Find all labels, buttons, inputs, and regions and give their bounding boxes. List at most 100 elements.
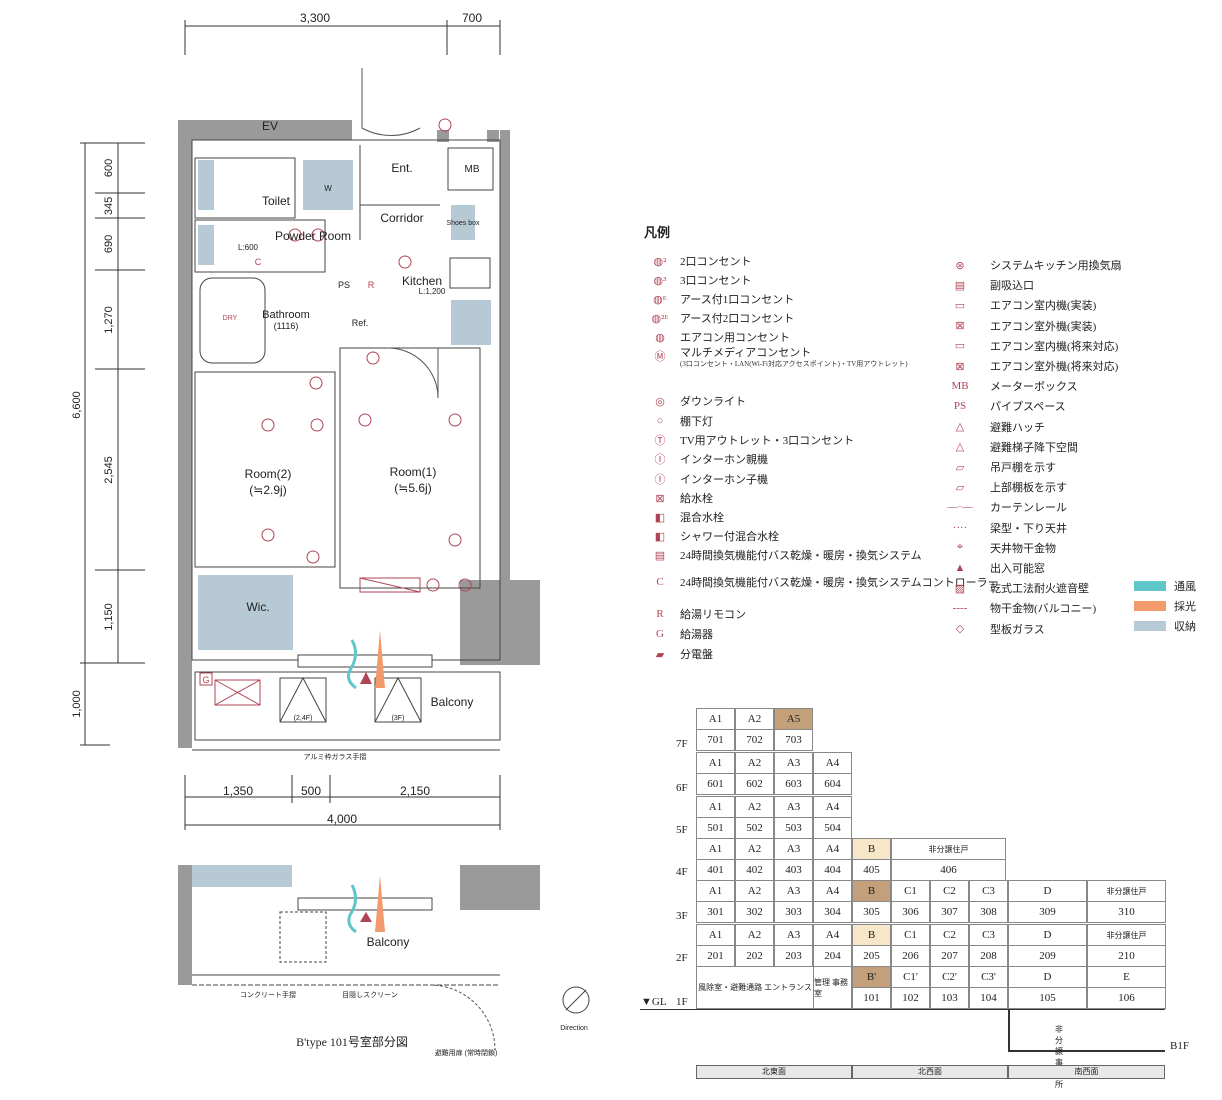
legend-item: ▱上部棚板を示す — [930, 478, 1067, 496]
label-bathroom: Bathroom — [262, 309, 310, 321]
legend-label-text: 混合水栓 — [680, 512, 724, 524]
legend-symbol-icon: ⊠ — [955, 320, 965, 333]
legend-label: システムキッチン用換気扇 — [990, 260, 1122, 272]
unit-cell: B — [852, 924, 891, 946]
dim-left-3: 690 — [103, 235, 115, 253]
label-room2: Room(2) — [245, 467, 292, 481]
label-r: R — [368, 280, 375, 290]
unit-cell: C1 — [891, 880, 930, 902]
partial-balcony: Balcony — [367, 935, 410, 949]
dim-bottom-2: 500 — [301, 784, 321, 798]
legend-symbol-icon: —·— — [947, 501, 973, 514]
floor-label: 4F — [676, 866, 688, 878]
unit-cell: C2' — [930, 966, 969, 988]
legend-symbol-icon: ▰ — [655, 648, 665, 661]
legend-symbol-icon: Ⓜ — [654, 351, 666, 363]
legend-swatch — [1134, 601, 1166, 611]
unit-cell: 502 — [735, 817, 774, 839]
unit-cell: A2 — [735, 838, 774, 860]
unit-cell: 非分譲住戸 — [891, 838, 1006, 860]
legend-label: 採光 — [1174, 601, 1196, 613]
legend-symbol-icon: ▱ — [955, 481, 965, 494]
label-ev: EV — [262, 119, 278, 133]
legend-item: Ⓘ インターホン親機 — [640, 450, 769, 468]
unit-cell: 309 — [1008, 901, 1087, 923]
dim-top-1: 3,300 — [300, 11, 330, 25]
legend-symbol-icon: ⊛ — [955, 259, 965, 272]
legend-label-text: 3口コンセント — [680, 275, 752, 287]
legend-title: 凡例 — [644, 225, 671, 240]
legend-item: ⊠ 給水栓 — [640, 489, 713, 507]
legend-label-text: ダウンライト — [680, 396, 746, 408]
unit-cell: D — [1008, 924, 1087, 946]
legend-item: ◇型板ガラス — [930, 620, 1045, 638]
legend-label: インターホン親機 — [680, 451, 768, 467]
legend-label-text: 24時間換気機能付バス乾燥・暖房・換気システムコントローラー — [680, 577, 999, 589]
legend-label: 収納 — [1174, 621, 1196, 633]
legend-label: 棚下灯 — [680, 413, 713, 429]
legend-label: インターホン子機 — [680, 471, 768, 487]
legend-label: 避難梯子降下空間 — [990, 441, 1078, 454]
gl-label: ▼GL — [641, 996, 667, 1008]
dim-left-4: 1,270 — [103, 306, 115, 334]
unit-cell: B' — [852, 966, 891, 988]
legend-label-text: インターホン子機 — [680, 474, 768, 486]
unit-cell: 401 — [696, 859, 735, 881]
legend-label: エアコン室外機(将来対応) — [990, 361, 1119, 373]
unit-cell: 102 — [891, 987, 930, 1009]
legend-label: TV用アウトレット・3口コンセント — [680, 432, 854, 448]
unit-cell: 非分譲住戸 — [1087, 880, 1166, 902]
legend-item: —·—カーテンレール — [930, 498, 1067, 516]
legend-label: 乾式工法耐火遮音壁 — [990, 583, 1089, 596]
unit-cell: B — [852, 838, 891, 860]
legend-label: 混合水栓 — [680, 509, 724, 525]
legend-symbol-icon: ◍ — [655, 331, 665, 344]
label-g: G — [202, 675, 209, 685]
unit-cell: 307 — [930, 901, 969, 923]
legend-label: エアコン室内機(将来対応) — [990, 340, 1119, 353]
unit-cell: A1 — [696, 924, 735, 946]
unit-cell: C3 — [969, 924, 1008, 946]
floor-label: 3F — [676, 910, 688, 922]
legend-label: 給水栓 — [680, 490, 713, 506]
legend-symbol-icon: ▤ — [654, 549, 666, 562]
legend-symbol-icon: ◧ — [654, 511, 666, 524]
legend-symbol-icon: ⊠ — [655, 492, 665, 505]
legend-label-text: 2口コンセント — [680, 256, 752, 268]
legend-symbol-icon: Ⓘ — [654, 454, 666, 466]
legend-item: ▰分電盤 — [640, 645, 713, 663]
legend-label: 避難ハッチ — [990, 421, 1045, 434]
unit-cell: 301 — [696, 901, 735, 923]
label-dry: DRY — [223, 315, 238, 322]
legend-label: シャワー付混合水栓 — [680, 528, 779, 544]
dim-top-2: 700 — [462, 11, 482, 25]
unit-cell: A3 — [774, 880, 813, 902]
legend-symbol-icon: Ⓘ — [654, 474, 666, 486]
legend-label-text: 給湯器 — [680, 629, 713, 641]
legend-label: 出入可能窓 — [990, 563, 1045, 575]
unit-cell: 504 — [813, 817, 852, 839]
legend-item: ▭エアコン室内機(実装) — [930, 296, 1097, 314]
unit-cell: A1 — [696, 796, 735, 818]
legend-label: 3口コンセント — [680, 272, 752, 288]
label-kitchen-l: L:1,200 — [419, 287, 446, 296]
legend-extra-item: 収納 — [1134, 617, 1196, 635]
label-shoes: Shoes box — [446, 220, 480, 227]
unit-cell: 風除室・避難通路 エントランス — [696, 966, 814, 1009]
legend-item: ◍ エアコン用コンセント — [640, 328, 790, 346]
legend-item: ○棚下灯 — [640, 412, 713, 430]
legend-item: ▤24時間換気機能付バス乾燥・暖房・換気システム — [640, 546, 922, 564]
unit-cell: 501 — [696, 817, 735, 839]
unit-cell: 210 — [1087, 945, 1166, 967]
legend-swatch — [1134, 621, 1166, 631]
legend-label-text: エアコン用コンセント — [680, 332, 790, 344]
unit-cell: 302 — [735, 901, 774, 923]
unit-cell: 604 — [813, 773, 852, 795]
legend-symbol-icon: ◍ᴱ — [653, 293, 667, 306]
unit-cell: 402 — [735, 859, 774, 881]
